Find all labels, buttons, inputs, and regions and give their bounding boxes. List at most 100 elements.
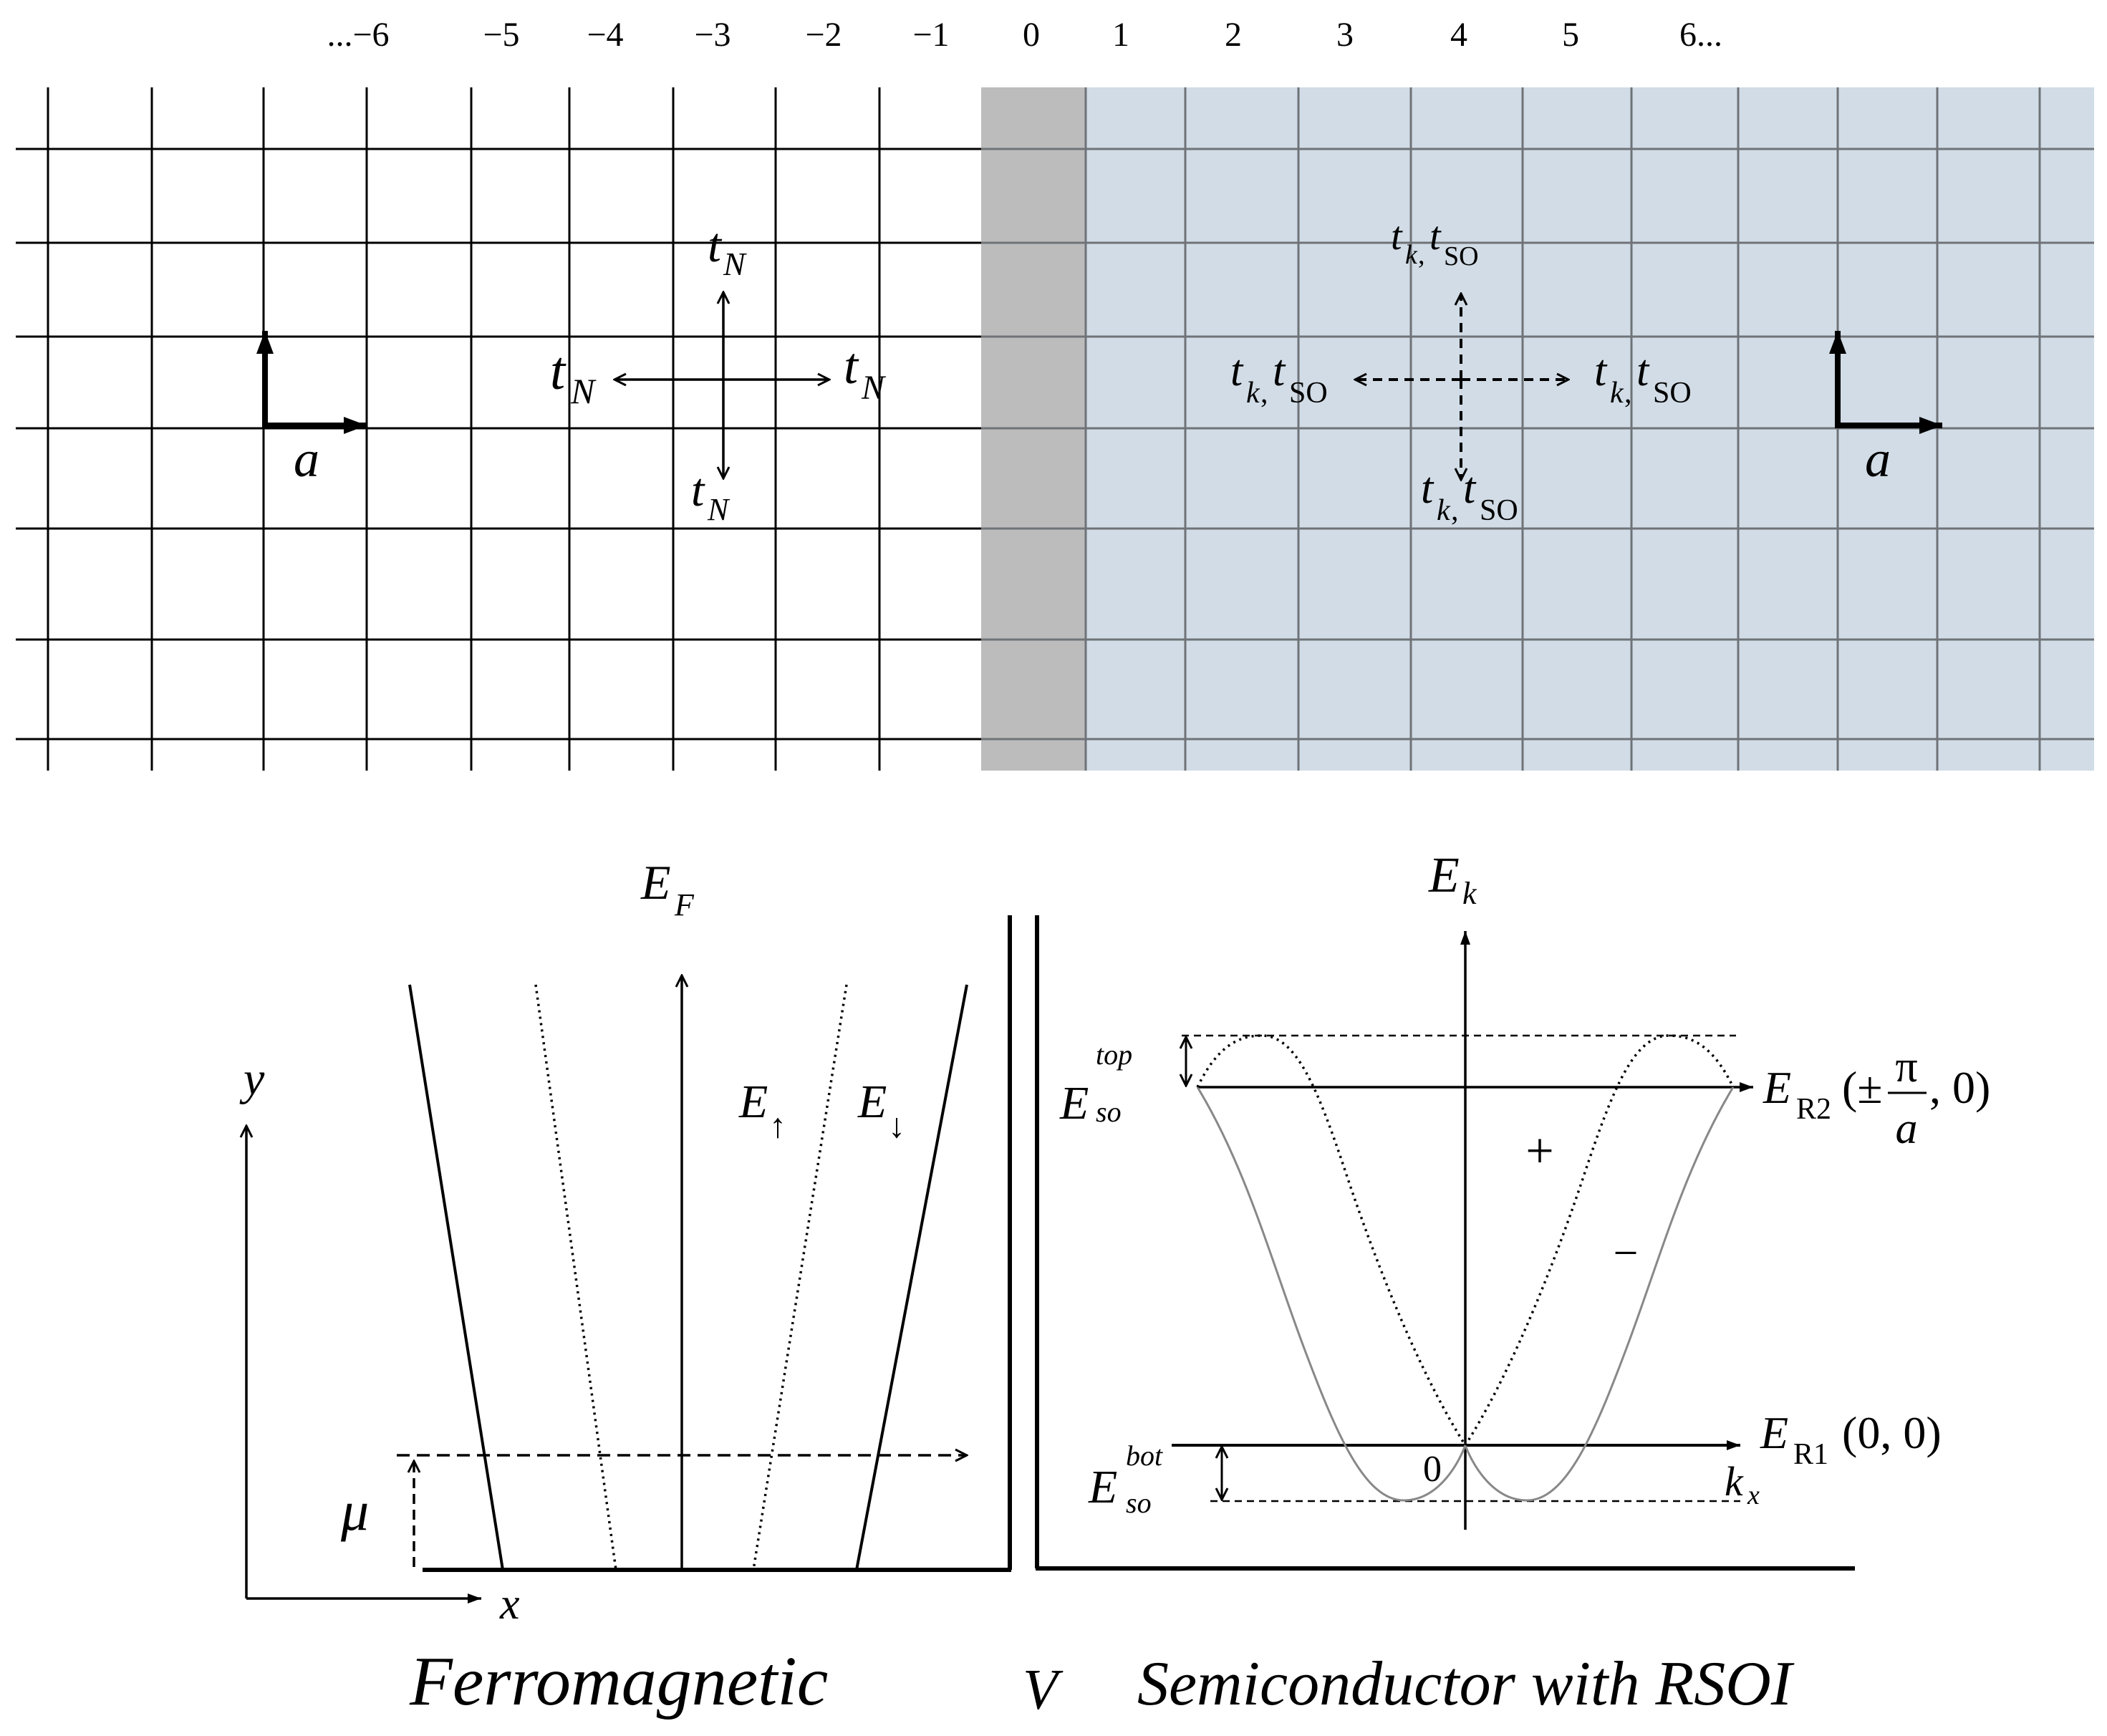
svg-text:k: k (1405, 240, 1418, 270)
semiconductor-caption: Semiconductor with RSOI (1137, 1649, 1795, 1719)
ferromagnet-band-panel (246, 915, 1012, 1604)
mu-label: μ (340, 1480, 369, 1542)
svg-text:F: F (674, 887, 695, 922)
semiconductor-grid (981, 87, 2094, 771)
site-label-0: 0 (1023, 16, 1040, 54)
origin-label: 0 (1423, 1449, 1442, 1490)
svg-text:N: N (707, 492, 731, 527)
svg-text:SO: SO (1444, 241, 1479, 271)
svg-text:,: , (1418, 240, 1425, 270)
svg-text:, 0): , 0) (1929, 1062, 1990, 1113)
svg-text:N: N (861, 369, 887, 407)
esobot-label: E bot so (1088, 1440, 1163, 1519)
svg-text:N: N (570, 371, 597, 411)
svg-text:k: k (1725, 1458, 1744, 1505)
spin-up-band-left (534, 984, 617, 1571)
svg-text:k: k (1610, 377, 1624, 410)
ferromagnet-grid (16, 87, 981, 771)
svg-text:↓: ↓ (888, 1107, 905, 1145)
site-label-3: 3 (1336, 16, 1354, 54)
svg-text:↑: ↑ (769, 1107, 786, 1145)
tk-tso-label-bottom: t k , t SO (1421, 464, 1518, 527)
svg-text:k: k (1246, 377, 1260, 410)
svg-text:E: E (1428, 848, 1460, 903)
svg-text:k: k (1462, 876, 1477, 911)
svg-text:E: E (1059, 1077, 1089, 1129)
tk-tso-label-right: t k , t SO (1594, 347, 1692, 410)
energy-k-label: E k (1428, 848, 1477, 911)
svg-text:E: E (1763, 1062, 1791, 1113)
semiconductor-basis-vectors (1829, 331, 1942, 434)
svg-text:t: t (1421, 464, 1435, 513)
svg-text:E: E (857, 1076, 887, 1128)
site-index-labels: ...−6 −5 −4 −3 −2 −1 0 1 2 3 4 5 6... (327, 16, 1722, 54)
site-label-6: 6... (1679, 16, 1722, 54)
er2-label: E R2 (± π a , 0) (1763, 1043, 1990, 1153)
esotop-label: E top so (1059, 1038, 1132, 1129)
er1-label: E R1 (0, 0) (1760, 1407, 1942, 1471)
y-axis-label: y (239, 1053, 265, 1105)
site-label-2: 2 (1225, 16, 1242, 54)
tN-label-right: t N (844, 337, 887, 407)
site-label-minus6: ...−6 (327, 16, 389, 54)
site-label-minus4: −4 (587, 16, 623, 54)
svg-text:t: t (1273, 347, 1286, 395)
tk-tso-label-left: t k , t SO (1230, 347, 1328, 410)
site-label-minus3: −3 (694, 16, 731, 54)
spin-up-label: E ↑ (738, 1076, 786, 1145)
plus-band-label: + (1525, 1124, 1553, 1179)
semiconductor-band-panel (1035, 915, 1855, 1571)
svg-text:t: t (691, 464, 705, 516)
spin-down-label: E ↓ (857, 1076, 905, 1145)
svg-text:,: , (1260, 377, 1268, 410)
svg-text:t: t (1391, 214, 1403, 259)
tN-label-top: t N (708, 218, 747, 282)
svg-text:t: t (1230, 347, 1244, 395)
svg-text:t: t (1594, 347, 1608, 395)
svg-text:E: E (738, 1076, 768, 1128)
ferromagnetic-caption: Ferromagnetic (409, 1643, 828, 1720)
svg-text:t: t (1636, 347, 1650, 395)
svg-text:E: E (1760, 1407, 1788, 1458)
svg-text:,: , (1451, 494, 1459, 527)
ferromagnet-basis-vectors (256, 331, 367, 434)
svg-text:SO: SO (1653, 377, 1692, 410)
svg-text:E: E (640, 855, 671, 910)
svg-text:R2: R2 (1796, 1093, 1831, 1126)
site-label-minus5: −5 (483, 16, 519, 54)
svg-text:t: t (844, 337, 859, 395)
ferromagnet-hopping-arrows (614, 292, 829, 478)
site-label-minus1: −1 (912, 16, 949, 54)
svg-text:so: so (1096, 1096, 1122, 1128)
svg-text:t: t (708, 218, 723, 272)
semiconductor-basis-label: a (1865, 430, 1891, 488)
svg-text:t: t (550, 341, 566, 401)
svg-text:(±: (± (1842, 1062, 1882, 1113)
band-minus-curve (1196, 1086, 1735, 1502)
svg-text:t: t (1463, 464, 1477, 513)
svg-text:so: so (1126, 1487, 1152, 1519)
svg-text:top: top (1096, 1038, 1132, 1071)
site-label-1: 1 (1112, 16, 1129, 54)
svg-text:π: π (1895, 1043, 1917, 1091)
fermi-energy-label: E F (640, 855, 695, 922)
tN-label-left: t N (550, 341, 597, 411)
svg-text:,: , (1624, 377, 1632, 410)
ferromagnet-basis-label: a (294, 430, 319, 488)
svg-text:N: N (723, 246, 747, 282)
svg-text:R1: R1 (1793, 1438, 1828, 1471)
x-axis-label: x (499, 1580, 520, 1629)
svg-text:t: t (1429, 214, 1442, 259)
tN-label-bottom: t N (691, 464, 731, 527)
band-plus-curve (1196, 1034, 1735, 1448)
svg-text:k: k (1437, 494, 1451, 527)
svg-text:E: E (1088, 1461, 1117, 1513)
spin-down-band-right (855, 984, 968, 1571)
svg-text:SO: SO (1289, 377, 1328, 410)
minus-band-label: − (1614, 1229, 1639, 1278)
svg-text:a: a (1896, 1104, 1918, 1153)
spin-down-band-left (408, 984, 504, 1571)
svg-text:SO: SO (1480, 494, 1518, 527)
semiconductor-hopping-arrows (1355, 294, 1568, 480)
svg-text:x: x (1747, 1480, 1760, 1510)
